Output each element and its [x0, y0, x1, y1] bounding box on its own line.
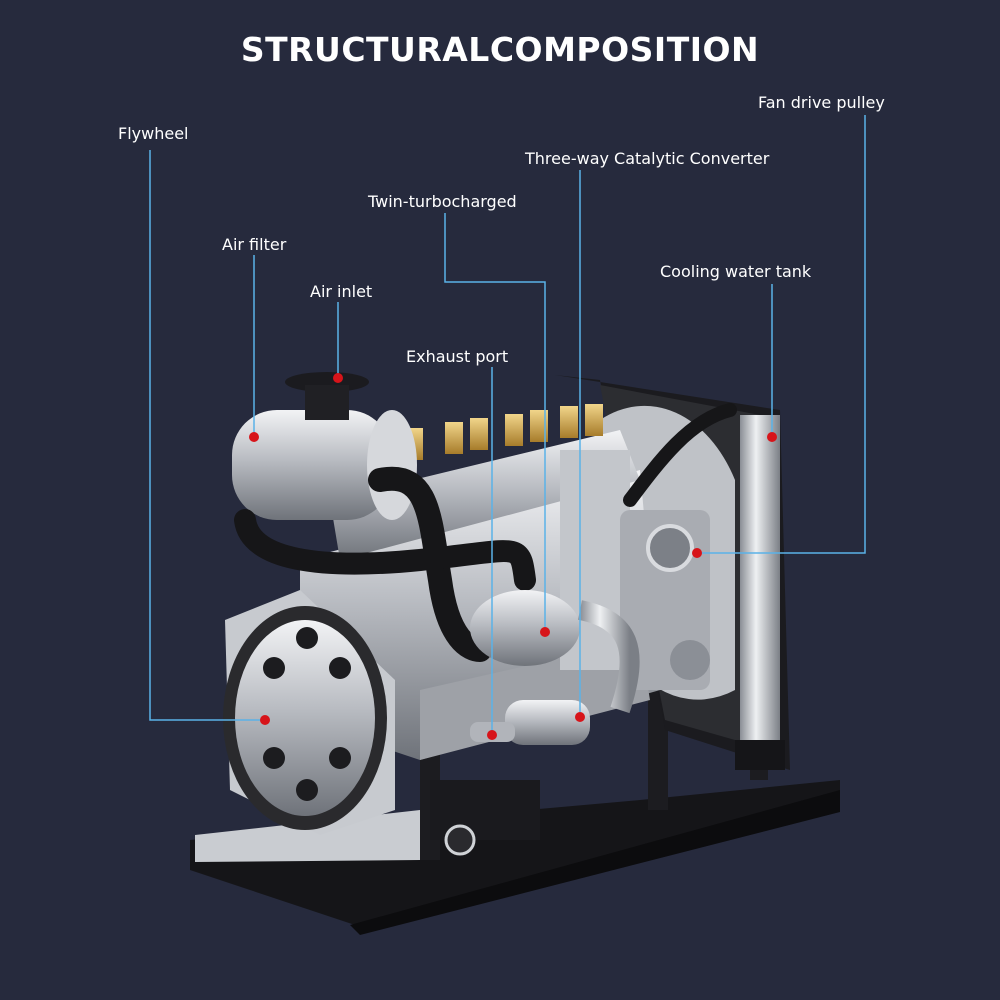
marker-exhaust-port — [487, 730, 497, 740]
label-fan-drive-pulley: Fan drive pulley — [758, 93, 885, 112]
marker-cooling-water-tank — [767, 432, 777, 442]
markers — [249, 373, 777, 740]
marker-catalytic-converter — [575, 712, 585, 722]
marker-twin-turbo — [540, 627, 550, 637]
leader-lines — [149, 115, 866, 735]
marker-fan-drive-pulley — [692, 548, 702, 558]
label-air-inlet: Air inlet — [310, 282, 373, 301]
injectors — [405, 404, 603, 460]
marker-air-inlet — [333, 373, 343, 383]
page-title: STRUCTURALCOMPOSITION — [240, 30, 760, 69]
marker-air-filter — [249, 432, 259, 442]
marker-flywheel — [260, 715, 270, 725]
label-flywheel: Flywheel — [118, 124, 189, 143]
turbo — [470, 590, 640, 745]
air-filter-part — [232, 372, 417, 520]
pulley — [646, 524, 710, 680]
label-twin-turbocharged: Twin-turbocharged — [368, 192, 517, 211]
hoses — [234, 403, 737, 662]
label-catalytic-converter: Three-way Catalytic Converter — [525, 149, 770, 168]
label-exhaust-port: Exhaust port — [406, 347, 509, 366]
flywheel-part — [223, 590, 395, 835]
label-air-filter: Air filter — [222, 235, 287, 254]
label-cooling-water-tank: Cooling water tank — [660, 262, 812, 281]
